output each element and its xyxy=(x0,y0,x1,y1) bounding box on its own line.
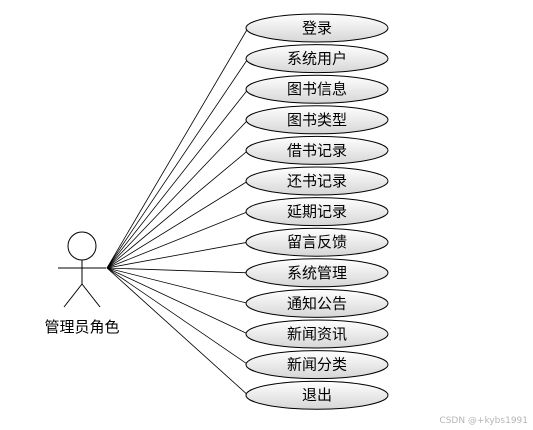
use-case: 新闻分类 xyxy=(245,350,389,380)
use-case-ellipse xyxy=(245,105,389,135)
use-case-label: 留言反馈 xyxy=(287,233,347,251)
use-case: 系统管理 xyxy=(245,258,389,288)
use-case-label: 系统管理 xyxy=(287,264,347,282)
use-case-ellipse xyxy=(245,13,389,43)
use-case-label: 登录 xyxy=(302,19,332,37)
use-case-label: 新闻资讯 xyxy=(287,325,347,343)
association-line xyxy=(106,267,249,335)
association-line xyxy=(106,119,249,269)
use-case-ellipse xyxy=(245,350,389,380)
use-case: 延期记录 xyxy=(245,197,389,227)
use-case-list: 登录系统用户图书信息图书类型借书记录还书记录延期记录留言反馈系统管理通知公告新闻… xyxy=(245,13,389,410)
use-case-ellipse xyxy=(245,380,389,410)
association-line xyxy=(106,267,249,274)
use-case-ellipse xyxy=(245,74,389,104)
use-case: 图书信息 xyxy=(245,74,389,104)
use-case-label: 图书信息 xyxy=(287,80,347,98)
use-case-label: 系统用户 xyxy=(287,50,347,68)
association-line xyxy=(106,180,249,269)
association-line xyxy=(106,267,249,396)
use-case-label: 借书记录 xyxy=(287,141,347,159)
use-case: 系统用户 xyxy=(245,44,389,74)
association-line xyxy=(106,267,249,365)
association-line xyxy=(106,27,249,269)
actor-label: 管理员角色 xyxy=(44,318,119,336)
actor-head xyxy=(67,231,97,261)
use-case: 登录 xyxy=(245,13,389,43)
use-case-ellipse xyxy=(245,197,389,227)
use-case-ellipse xyxy=(245,258,389,288)
association-line xyxy=(106,267,249,304)
actor-figure: 管理员角色 xyxy=(44,231,120,336)
use-case-ellipse xyxy=(245,135,389,165)
use-case-label: 退出 xyxy=(302,386,332,404)
use-case-label: 新闻分类 xyxy=(287,356,347,374)
use-case-ellipse xyxy=(245,319,389,349)
use-case: 借书记录 xyxy=(245,135,389,165)
use-case-label: 还书记录 xyxy=(287,172,347,190)
association-line xyxy=(106,241,249,269)
association-line xyxy=(106,88,249,269)
actor-leg-left xyxy=(63,283,83,308)
use-case: 还书记录 xyxy=(245,166,389,196)
association-lines xyxy=(106,27,249,396)
use-case-ellipse xyxy=(245,44,389,74)
watermark: CSDN @+kybs1991 xyxy=(439,416,528,426)
use-case-label: 图书类型 xyxy=(287,111,347,129)
association-line xyxy=(106,211,249,269)
use-case: 留言反馈 xyxy=(245,227,389,257)
use-case-ellipse xyxy=(245,227,389,257)
use-case-label: 通知公告 xyxy=(287,294,347,312)
use-case: 新闻资讯 xyxy=(245,319,389,349)
use-case: 图书类型 xyxy=(245,105,389,135)
use-case-ellipse xyxy=(245,288,389,318)
use-case-label: 延期记录 xyxy=(287,203,347,221)
association-line xyxy=(106,58,249,269)
actor-leg-right xyxy=(81,283,101,308)
association-line xyxy=(106,150,249,269)
use-case: 退出 xyxy=(245,380,389,410)
use-case: 通知公告 xyxy=(245,288,389,318)
use-case-ellipse xyxy=(245,166,389,196)
